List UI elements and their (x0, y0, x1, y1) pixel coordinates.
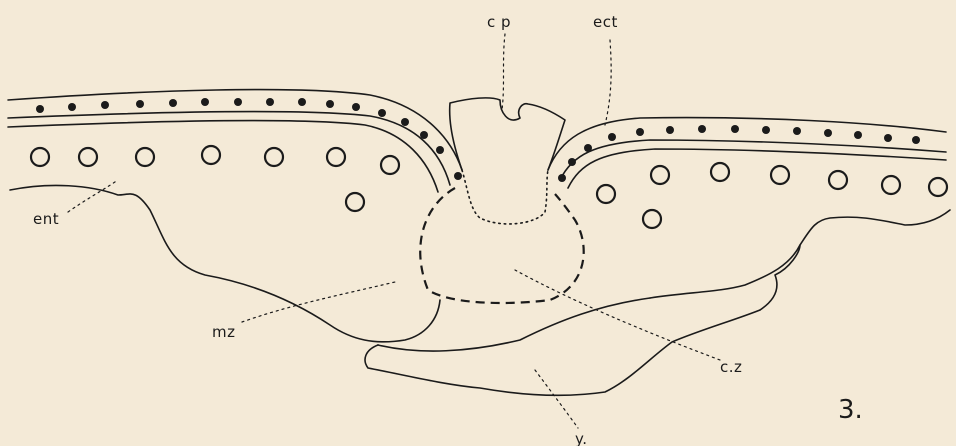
ectoderm-nucleus (401, 118, 409, 126)
leader-cz (515, 270, 720, 360)
ectoderm-nucleus (352, 103, 360, 111)
ectoderm-nucleus (762, 126, 770, 134)
ectoderm-nucleus (912, 136, 920, 144)
ectoderm-nucleus (854, 131, 862, 139)
label-y: y. (575, 430, 588, 446)
ectoderm-nucleus (793, 127, 801, 135)
leader-ect (605, 40, 611, 125)
endoderm-cell (265, 148, 283, 166)
ectoderm-nucleus (266, 98, 274, 106)
endoderm-cell (643, 210, 661, 228)
ectoderm-nucleus (136, 100, 144, 108)
endoderm-cells (31, 146, 947, 228)
endoderm-cell (136, 148, 154, 166)
leader-mz (242, 282, 395, 322)
endoderm-cell (381, 156, 399, 174)
endoderm-cell (882, 176, 900, 194)
endoderm-boundary-left (10, 185, 440, 341)
leader-ent (68, 180, 118, 212)
endoderm-cell (771, 166, 789, 184)
endoderm-cell (651, 166, 669, 184)
ectoderm-right-outer-line (548, 118, 946, 170)
endoderm-cell (346, 193, 364, 211)
label-mz: mz (212, 323, 236, 341)
ectoderm-nucleus (698, 125, 706, 133)
label-ect: ect (593, 13, 618, 31)
label-cz: c.z (720, 358, 742, 376)
endoderm-cell (929, 178, 947, 196)
ectoderm-nucleus (420, 131, 428, 139)
leader-y (535, 370, 578, 428)
ectoderm-nucleus (36, 105, 44, 113)
ectoderm-nucleus (824, 129, 832, 137)
ectoderm-nucleus (101, 101, 109, 109)
ectoderm-nucleus (234, 98, 242, 106)
ectoderm-nucleus (568, 158, 576, 166)
ectoderm-nucleus (298, 98, 306, 106)
endoderm-cell (829, 171, 847, 189)
endoderm-cell (597, 185, 615, 203)
ectoderm-nucleus (884, 134, 892, 142)
endoderm-cell (711, 163, 729, 181)
ectoderm-nucleus (454, 172, 462, 180)
ectoderm-right-inner-line-1 (560, 140, 946, 180)
ectoderm-nucleus (169, 99, 177, 107)
ectoderm-nucleus (558, 174, 566, 182)
central-plug-outline (450, 98, 565, 170)
label-cp: c p (487, 13, 511, 31)
ectoderm-nucleus (68, 103, 76, 111)
label-ent: ent (33, 210, 59, 228)
endoderm-cell (31, 148, 49, 166)
ectoderm-nucleus (636, 128, 644, 136)
ectoderm-nucleus (731, 125, 739, 133)
ectoderm-nucleus (666, 126, 674, 134)
endoderm-boundary-right (650, 210, 950, 298)
endoderm-cell (79, 148, 97, 166)
ectoderm-left-inner-line-2 (8, 121, 438, 192)
ectoderm-left-inner-line-1 (8, 112, 450, 185)
leader-cp (502, 34, 505, 110)
central-plug-dotted-base (462, 170, 548, 224)
ectoderm-nucleus (608, 133, 616, 141)
ectoderm-nucleus (378, 109, 386, 117)
ectoderm-right-inner-line-2 (568, 149, 946, 188)
ectoderm-nucleus (436, 146, 444, 154)
central-zone-outline (420, 188, 583, 303)
endoderm-cell (202, 146, 220, 164)
yolk-inner-boundary (378, 298, 650, 351)
ectoderm-nucleus (326, 100, 334, 108)
ectoderm-nucleus (584, 144, 592, 152)
ectoderm-nucleus (201, 98, 209, 106)
endoderm-cell (327, 148, 345, 166)
figure-number: 3. (838, 395, 863, 425)
